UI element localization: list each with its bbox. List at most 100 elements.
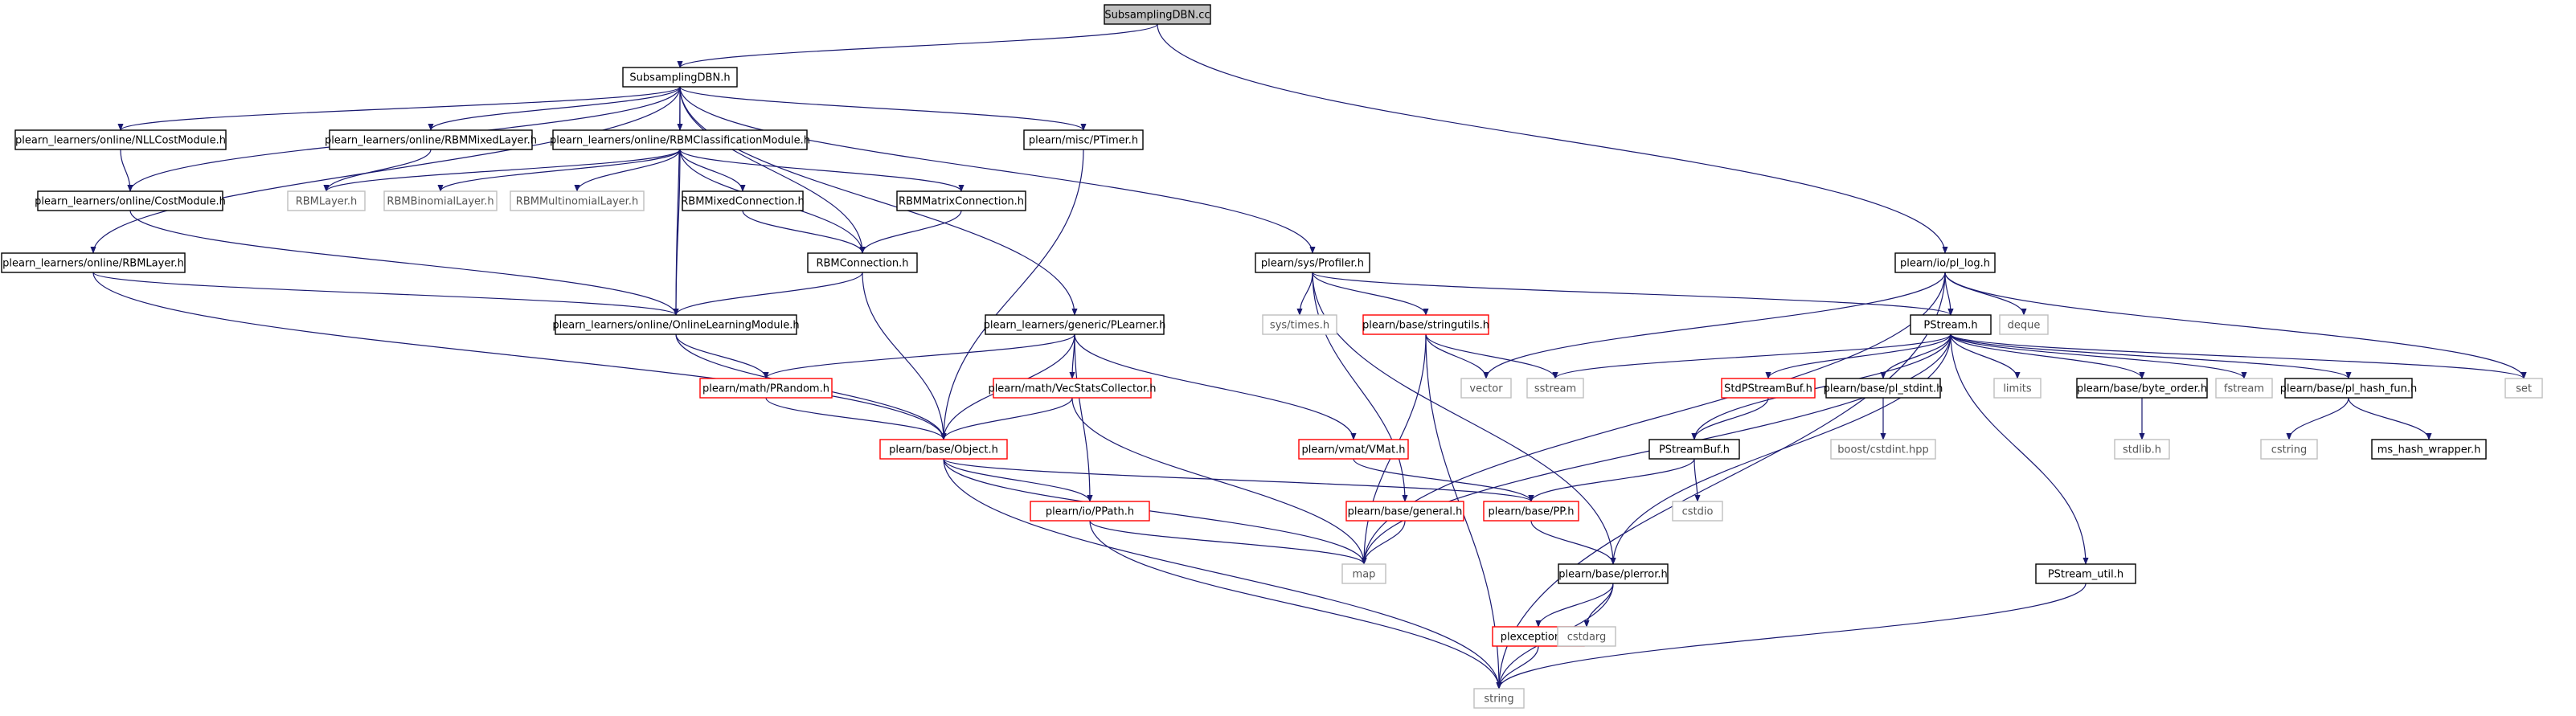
node-n23[interactable]: plearn/sys/Profiler.h (1255, 252, 1370, 273)
node-n18[interactable]: plearn_learners/generic/PLearner.h (984, 314, 1166, 335)
edge-n25-n27 (1425, 333, 1558, 379)
node-n21[interactable]: plearn/vmat/VMat.h (1298, 439, 1409, 460)
edge-n31-n32 (1535, 583, 1614, 628)
node-n48[interactable]: ms_hash_wrapper.h (2371, 439, 2487, 460)
node-box (2284, 378, 2413, 399)
node-n16[interactable]: plearn_learners/online/OnlineLearningMod… (552, 314, 800, 335)
edge-n23-n35 (1312, 272, 1954, 316)
node-n22[interactable]: plearn/io/PPath.h (1030, 501, 1150, 522)
node-label: plearn/io/PPath.h (1046, 506, 1134, 518)
node-label: sstream (1534, 383, 1576, 395)
node-n50[interactable]: PStream_util.h (2035, 563, 2136, 584)
node-n6[interactable]: plearn_learners/online/CostModule.h (35, 190, 226, 211)
node-n4[interactable]: plearn_learners/online/RBMLayer.h (1, 252, 186, 273)
node-label: cstring (2271, 444, 2307, 456)
edge-n35-n43 (1950, 333, 2527, 379)
node-label: plearn_learners/online/CostModule.h (35, 196, 226, 208)
node-label: plearn/base/Object.h (889, 444, 998, 456)
node-n47: cstring (2260, 439, 2318, 460)
node-n2[interactable]: SubsamplingDBN.h (622, 67, 738, 88)
node-n26: vector (1460, 378, 1512, 399)
edge-n35-n38 (1880, 333, 1951, 379)
node-box (1894, 252, 1996, 273)
edge-n35-n42 (1950, 333, 2352, 379)
node-box (2076, 378, 2208, 399)
node-n14[interactable]: RBMMatrixConnection.h (896, 190, 1026, 211)
node-n5[interactable]: plearn_learners/online/NLLCostModule.h (14, 129, 227, 150)
node-box (1993, 378, 2042, 399)
node-n31[interactable]: plearn/base/plerror.h (1558, 563, 1669, 584)
node-n1[interactable]: SubsamplingDBN.cc (1104, 4, 1211, 25)
node-label: RBMBinomialLayer.h (387, 196, 493, 208)
node-n25[interactable]: plearn/base/stringutils.h (1362, 314, 1489, 335)
node-label: set (2516, 383, 2532, 395)
node-label: RBMMultinomialLayer.h (516, 196, 638, 208)
node-label: plearn/sys/Profiler.h (1261, 258, 1364, 270)
edge-n20-n29 (943, 458, 1534, 502)
node-n12: RBMMultinomialLayer.h (510, 190, 645, 211)
node-n37[interactable]: StdPStreamBuf.h (1721, 378, 1816, 399)
node-label: SubsamplingDBN.h (629, 72, 730, 84)
node-box (2114, 439, 2170, 460)
node-label: boost/cstdint.hpp (1837, 444, 1929, 456)
node-n20[interactable]: plearn/base/Object.h (879, 439, 1008, 460)
node-n44[interactable]: PStreamBuf.h (1648, 439, 1740, 460)
node-box (1999, 314, 2049, 335)
edge-n23-n24 (1296, 272, 1313, 316)
node-n9[interactable]: plearn/misc/PTimer.h (1023, 129, 1144, 150)
node-box (1023, 129, 1144, 150)
node-label: plearn/misc/PTimer.h (1029, 135, 1138, 147)
node-n36: deque (1999, 314, 2049, 335)
edge-n25-n26 (1425, 333, 1489, 379)
node-label: stdlib.h (2123, 444, 2161, 456)
node-n29[interactable]: plearn/base/PP.h (1483, 501, 1579, 522)
node-label: ms_hash_wrapper.h (2377, 444, 2481, 456)
node-box (1721, 378, 1816, 399)
node-n27: sstream (1526, 378, 1584, 399)
edge-n2-n7 (428, 86, 681, 131)
edge-n15-n16 (673, 272, 863, 316)
edge-n4-n20 (92, 272, 947, 440)
edge-n35-n50 (1950, 333, 2089, 565)
node-box (14, 129, 227, 150)
node-box (993, 378, 1152, 399)
node-n15[interactable]: RBMConnection.h (807, 252, 918, 273)
node-box (552, 129, 808, 150)
edge-n8-n14 (679, 149, 964, 192)
edge-n8-n13 (679, 149, 746, 192)
node-box (1910, 314, 1992, 335)
edge-n42-n47 (2286, 397, 2349, 440)
node-n28[interactable]: plearn/base/general.h (1345, 501, 1464, 522)
node-n49: cstdio (1672, 501, 1723, 522)
node-n17[interactable]: plearn/math/PRandom.h (699, 378, 833, 399)
node-box (699, 378, 833, 399)
edge-n7-n10 (323, 149, 432, 192)
node-label: StdPStreamBuf.h (1724, 383, 1812, 395)
node-n35[interactable]: PStream.h (1910, 314, 1992, 335)
edge-n20-n30 (943, 458, 1367, 565)
edge-n22-n34 (1089, 520, 1502, 689)
node-n38[interactable]: plearn/base/pl_stdint.h (1824, 378, 1943, 399)
edge-n50-n34 (1496, 583, 2087, 689)
node-n45: boost/cstdint.hpp (1830, 439, 1936, 460)
node-n8[interactable]: plearn_learners/online/RBMClassification… (550, 129, 810, 150)
node-label: limits (2003, 383, 2032, 395)
node-label: plearn_learners/online/NLLCostModule.h (15, 135, 226, 147)
node-n19[interactable]: plearn/math/VecStatsCollector.h (988, 378, 1157, 399)
edge-n3-n34 (1496, 272, 1946, 689)
node-n3[interactable]: plearn/io/pl_log.h (1894, 252, 1996, 273)
edge-n21-n29 (1353, 458, 1534, 502)
edge-n6-n16 (129, 210, 679, 316)
node-n42[interactable]: plearn/base/pl_hash_fun.h (2280, 378, 2417, 399)
edge-n35-n44 (1691, 333, 1951, 440)
node-n13[interactable]: RBMMixedConnection.h (681, 190, 805, 211)
node-box (1030, 501, 1150, 522)
node-label: plearn/base/PP.h (1489, 506, 1575, 518)
node-label: plearn/math/VecStatsCollector.h (988, 383, 1156, 395)
node-n40[interactable]: plearn/base/byte_order.h (2076, 378, 2208, 399)
node-label: SubsamplingDBN.cc (1104, 10, 1210, 22)
node-box (555, 314, 797, 335)
edge-n42-n48 (2348, 397, 2432, 440)
node-n7[interactable]: plearn_learners/online/RBMMixedLayer.h (325, 129, 537, 150)
